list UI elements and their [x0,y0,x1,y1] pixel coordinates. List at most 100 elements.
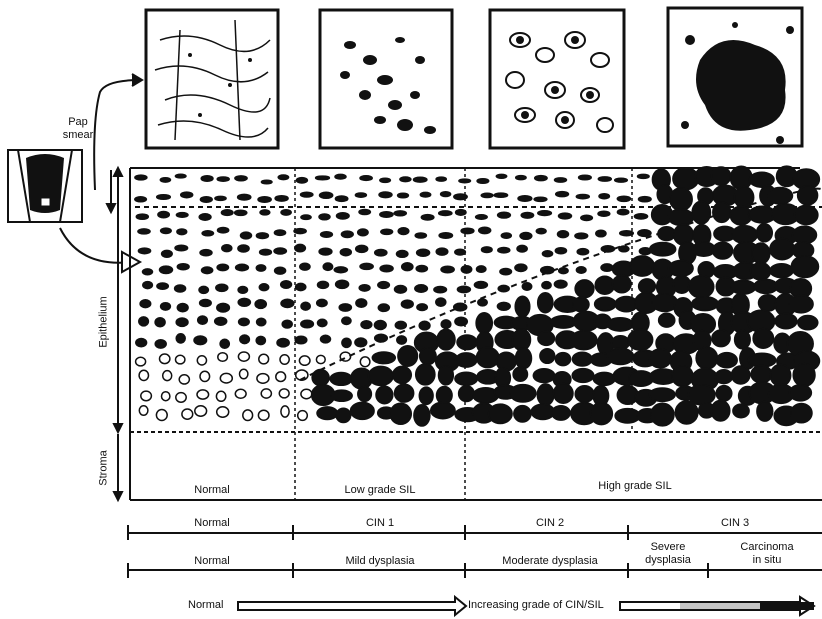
nucleus [575,280,594,298]
nucleus [200,371,210,381]
nucleus [478,299,487,306]
nucleus [607,318,633,331]
nucleus [276,372,286,382]
sil-low-grade-label: Low grade SIL [345,485,416,496]
nucleus [375,334,388,342]
nucleus [162,250,173,257]
nucleus [639,279,656,294]
nucleus [581,215,593,220]
carcinoma-label-line1: Carcinoma [740,542,793,553]
nucleus [323,263,332,270]
nucleus [155,340,166,348]
nucleus [540,349,555,364]
nucleus [455,249,466,255]
nucleus [689,276,714,298]
nucleus [160,354,170,364]
nucleus [711,167,730,185]
nucleus [751,263,771,280]
nucleus [239,318,250,325]
nucleus [135,175,147,180]
nucleus [351,402,375,419]
nucleus [241,232,252,239]
nucleus [456,210,466,216]
nucleus [558,231,569,238]
nucleus [577,249,588,255]
dysplasia-normal-label: Normal [194,556,229,567]
nucleus [360,176,372,181]
nucleus [753,329,773,349]
nucleus [140,300,151,308]
nucleus [516,176,526,180]
nucleus [299,356,310,365]
nucleus [414,405,430,426]
nucleus [436,248,448,255]
nucleus [400,177,411,182]
nucleus [256,233,268,239]
nucleus [696,347,717,369]
nucleus [649,349,671,368]
nucleus [340,352,350,361]
nucleus [789,385,811,401]
nucleus [510,385,536,402]
nucleus [673,168,699,190]
cin-3-label: CIN 3 [721,518,749,529]
nucleus [331,390,352,401]
nucleus [301,320,314,328]
pap-smear-label-line2: smear [63,130,94,141]
nucleus [378,304,389,311]
cin-2-label: CIN 2 [536,518,564,529]
nucleus [160,266,173,273]
nucleus [381,229,393,234]
nucleus [535,176,547,181]
nucleus [278,175,288,180]
nucleus [436,177,446,181]
nucleus [498,212,511,218]
nucleus [235,176,247,181]
nucleus [380,178,391,182]
nucleus [156,410,167,421]
nucleus [236,264,249,270]
nucleus [555,248,566,254]
nucleus [157,195,171,200]
nucleus [692,297,718,311]
nucleus [713,202,731,222]
tissue-nuclei [135,166,820,426]
nucleus [143,282,153,289]
nucleus [554,280,567,288]
nucleus [238,287,247,294]
nucleus [336,408,351,422]
nucleus [259,354,269,364]
nucleus [243,410,253,421]
nucleus [477,266,486,272]
nucleus [793,364,815,387]
nucleus [439,211,452,216]
nucleus [650,243,676,256]
nucleus [135,197,147,202]
nucleus [649,388,675,401]
nucleus [669,261,694,277]
nucleus [217,407,229,417]
nucleus [277,339,289,347]
nucleus [601,246,614,252]
nucleus [500,269,512,275]
nucleus [795,205,818,224]
nucleus [330,373,352,386]
nucleus [501,233,511,238]
nucleus [752,243,770,264]
nucleus [238,245,249,252]
nucleus [398,193,409,198]
nucleus [513,367,527,381]
nucleus [596,230,606,237]
nucleus [359,285,370,291]
moderate-dysplasia-label: Moderate dysplasia [502,556,597,567]
nucleus [139,370,148,380]
nucleus [434,287,447,293]
nucleus [552,406,570,420]
nucleus [161,228,172,233]
sil-high-grade-label: High grade SIL [598,481,671,492]
nucleus [542,282,551,289]
nucleus [341,231,353,237]
nucleus [619,246,629,252]
nucleus [617,196,630,201]
nucleus [415,233,426,238]
